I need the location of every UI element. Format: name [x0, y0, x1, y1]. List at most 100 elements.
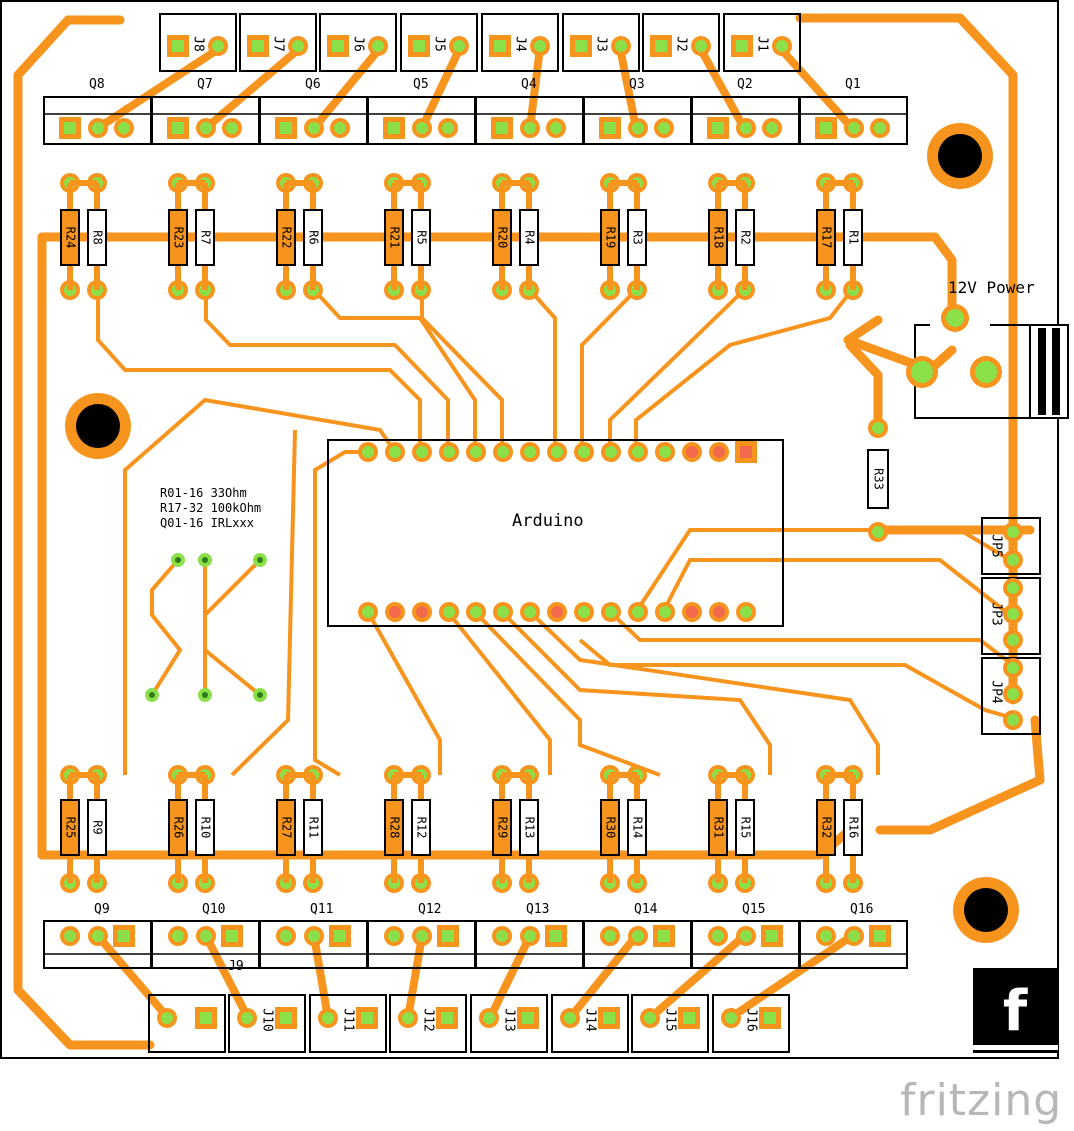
resistor-body	[600, 799, 620, 856]
resistor-body	[708, 209, 728, 266]
resistor-label: R8	[91, 230, 105, 244]
pad-core	[686, 606, 698, 618]
resistor-label: R2	[739, 230, 753, 244]
resistor-body	[708, 799, 728, 856]
pad-core	[118, 122, 130, 134]
resistor-label: R21	[388, 227, 402, 249]
resistor-label: R29	[496, 817, 510, 839]
pad-core	[280, 930, 292, 942]
pad-core	[686, 446, 698, 458]
pad-core	[534, 40, 546, 52]
pad-core	[550, 122, 562, 134]
pad-core	[658, 930, 670, 942]
resistor-label: R28	[388, 817, 402, 839]
resistor-body	[600, 209, 620, 266]
pad-core	[632, 446, 644, 458]
pad-core	[1007, 554, 1019, 566]
resistor-r33-label: R33	[872, 468, 886, 490]
pad-core	[496, 930, 508, 942]
pad-core	[632, 606, 644, 618]
jumper-wire-drawing	[150, 558, 262, 697]
connector-label: J2	[674, 36, 689, 52]
connector-bottom	[228, 994, 306, 1053]
pad-core	[766, 930, 778, 942]
pad-core	[308, 930, 320, 942]
pad-core	[848, 930, 860, 942]
transistor-label: Q11	[310, 902, 333, 917]
resistor-body	[60, 799, 80, 856]
pad-core	[292, 40, 304, 52]
pad-core	[161, 1012, 173, 1024]
pad-core	[764, 1012, 776, 1024]
pad-core	[361, 1012, 373, 1024]
pad-core	[92, 122, 104, 134]
resistor-body	[519, 209, 539, 266]
resistor-label: R13	[523, 817, 537, 839]
connector-label: J13	[502, 1008, 517, 1031]
note-line-1: R01-16 33Ohm	[160, 486, 247, 500]
connector-label: J14	[583, 1008, 598, 1032]
resistor-body	[627, 799, 647, 856]
pad-core	[604, 930, 616, 942]
pad-core	[683, 1012, 695, 1024]
connector-label: J10	[260, 1008, 275, 1031]
pad-core	[118, 930, 130, 942]
transistor-label: Q5	[413, 77, 429, 92]
pad-core	[776, 40, 788, 52]
pad-core	[713, 606, 725, 618]
via-hole	[149, 692, 155, 698]
pad-core	[605, 606, 617, 618]
pad-core	[1007, 688, 1019, 700]
pad-core	[226, 122, 238, 134]
resistor-body	[627, 209, 647, 266]
pad-core	[226, 930, 238, 942]
pad-core	[848, 122, 860, 134]
resistor-label: R24	[64, 227, 78, 249]
pad-core	[1007, 714, 1019, 726]
pad-core	[483, 1012, 495, 1024]
resistor-label: R17	[820, 227, 834, 249]
via-hole	[175, 557, 181, 563]
pad-core	[362, 606, 374, 618]
pad-core	[200, 1012, 212, 1024]
resistor-body	[303, 799, 323, 856]
pad-core	[389, 446, 401, 458]
pad-core	[494, 40, 506, 52]
pad-core	[766, 122, 778, 134]
pad-core	[334, 122, 346, 134]
pad-core	[524, 122, 536, 134]
resistor-body	[816, 799, 836, 856]
pad-core	[497, 446, 509, 458]
resistor-label: R5	[415, 230, 429, 244]
pad-core	[280, 122, 292, 134]
via-hole	[257, 557, 263, 563]
connector-j2	[642, 13, 720, 72]
pad-core	[874, 930, 886, 942]
resistor-body	[87, 209, 107, 266]
note-line-3: Q01-16 IRLxxx	[160, 516, 254, 530]
pad-core	[334, 930, 346, 942]
resistor-label: R9	[91, 820, 105, 834]
pad-core	[172, 930, 184, 942]
pad-core	[632, 930, 644, 942]
mounting-holes	[65, 123, 1019, 943]
pad-core	[332, 40, 344, 52]
resistor-body	[816, 209, 836, 266]
pad-core	[308, 122, 320, 134]
label-j9: J9	[228, 959, 244, 974]
connector-label: J12	[421, 1008, 436, 1031]
transistor-label: Q4	[521, 77, 537, 92]
resistor-r33-body	[867, 449, 889, 509]
pad-core	[402, 1012, 414, 1024]
pad-core	[658, 122, 670, 134]
pad-core	[524, 446, 536, 458]
pad-core	[416, 446, 428, 458]
resistor-label: R26	[172, 817, 186, 839]
pad-core	[470, 446, 482, 458]
transistor-label: Q1	[845, 77, 861, 92]
